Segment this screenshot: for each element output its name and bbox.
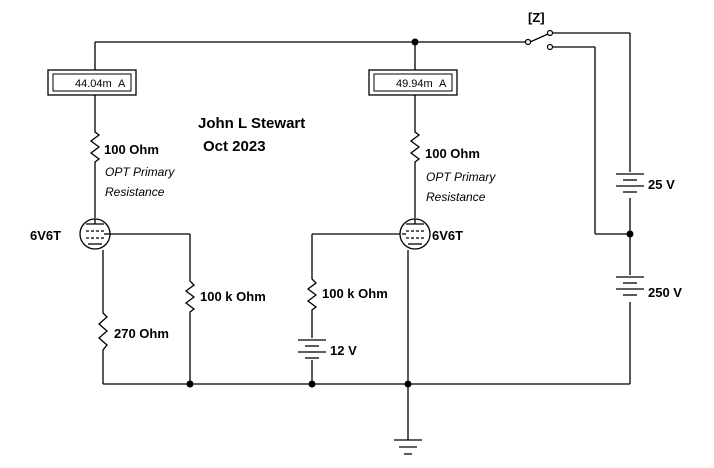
left-grid-resistor-label: 100 k Ohm xyxy=(200,289,266,304)
left-tube-label: 6V6T xyxy=(30,228,61,243)
junction-dot xyxy=(404,380,412,388)
wiring xyxy=(94,32,631,440)
junctions xyxy=(186,38,634,388)
junction-dot xyxy=(308,380,316,388)
junction-dot xyxy=(626,230,634,238)
right-ammeter-unit: A xyxy=(439,78,447,90)
bias-battery-label: 12 V xyxy=(330,343,357,358)
left-ammeter-reading: 44.04m xyxy=(75,78,112,90)
left-grid-resistor xyxy=(184,277,196,316)
left-ammeter: 44.04m A xyxy=(47,69,137,96)
right-tube-label: 6V6T xyxy=(432,228,463,243)
battery-25v-label: 25 V xyxy=(648,177,675,192)
junction-dot xyxy=(186,380,194,388)
right-ammeter-reading: 49.94m xyxy=(396,78,433,90)
battery-250v-label: 250 V xyxy=(648,285,682,300)
right-grid-resistor-label: 100 k Ohm xyxy=(322,286,388,301)
left-tube-6v6t xyxy=(79,218,111,250)
right-opt-label-1: OPT Primary xyxy=(426,170,496,184)
ground-symbol xyxy=(394,439,422,455)
date-label: Oct 2023 xyxy=(203,138,266,155)
cathode-resistor-label: 270 Ohm xyxy=(114,326,169,341)
right-tube-6v6t xyxy=(399,218,431,250)
left-opt-label-2: Resistance xyxy=(105,185,165,199)
battery-25v xyxy=(616,173,644,193)
right-grid-resistor xyxy=(306,275,318,314)
right-ammeter: 49.94m A xyxy=(368,69,458,96)
right-plate-resistor-label: 100 Ohm xyxy=(425,146,480,161)
switch-key-label: [Z] xyxy=(528,10,545,25)
cathode-resistor xyxy=(98,308,108,356)
spdt-switch[interactable]: [Z] xyxy=(524,10,554,51)
left-opt-label-1: OPT Primary xyxy=(105,165,175,179)
left-plate-resistor-label: 100 Ohm xyxy=(104,142,159,157)
battery-250v xyxy=(616,276,644,296)
bias-battery xyxy=(298,339,326,359)
right-opt-label-2: Resistance xyxy=(426,190,486,204)
left-plate-resistor xyxy=(89,128,101,166)
junction-dot xyxy=(411,38,419,46)
right-plate-resistor xyxy=(409,128,421,166)
author-label: John L Stewart xyxy=(198,115,305,132)
left-ammeter-unit: A xyxy=(118,78,126,90)
